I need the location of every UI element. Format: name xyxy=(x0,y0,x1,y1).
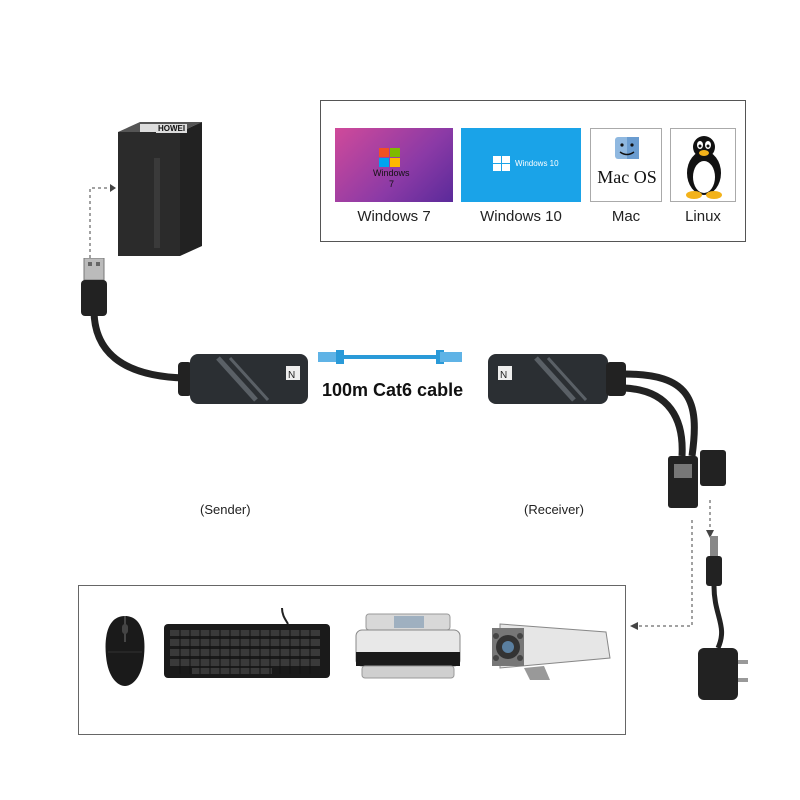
windows7-label: Windows 7 xyxy=(357,208,431,225)
windows7-tile-text: Windows xyxy=(373,168,410,178)
mac-finder-icon xyxy=(615,137,639,159)
cable-label: 100m Cat6 cable xyxy=(322,380,464,400)
windows10-tile: Windows 10 xyxy=(461,128,581,202)
sender-label: (Sender) xyxy=(200,502,251,517)
receiver-split-cable xyxy=(623,370,726,508)
usb-to-pc-arrow xyxy=(89,184,116,258)
receiver-label: (Receiver) xyxy=(524,502,584,517)
power-to-devices-arrow xyxy=(630,520,693,630)
usb-down-arrow xyxy=(706,500,714,538)
keyboard-icon xyxy=(164,608,330,678)
windows10-tile-text: Windows 10 xyxy=(515,159,559,168)
sender-cable xyxy=(90,310,185,382)
svg-text:N: N xyxy=(288,370,295,381)
mac-tile-text: Mac OS xyxy=(597,167,657,187)
receiver-dongle: N xyxy=(488,354,626,404)
mac-label: Mac xyxy=(611,208,641,225)
power-adapter xyxy=(698,536,748,700)
windows10-logo-icon xyxy=(493,156,511,172)
mouse-icon xyxy=(105,616,145,686)
security-camera-icon xyxy=(492,623,611,680)
computer-tower xyxy=(118,122,202,256)
printer-icon xyxy=(355,613,461,679)
mac-tile: Mac OS xyxy=(590,128,662,202)
svg-text:N: N xyxy=(500,370,507,381)
windows7-tile-sub: 7 xyxy=(389,179,395,189)
computer-brand: HOWEI xyxy=(156,124,188,133)
windows10-label: Windows 10 xyxy=(480,208,562,225)
sender-dongle: N xyxy=(178,354,308,404)
windows7-tile: Windows 7 xyxy=(335,128,453,202)
linux-label: Linux xyxy=(685,208,721,225)
windows7-flag-icon xyxy=(379,148,401,168)
ethernet-cable-icon xyxy=(318,350,462,364)
usb-plug xyxy=(81,258,107,316)
tux-penguin-icon xyxy=(686,136,722,199)
linux-tile xyxy=(670,128,736,202)
